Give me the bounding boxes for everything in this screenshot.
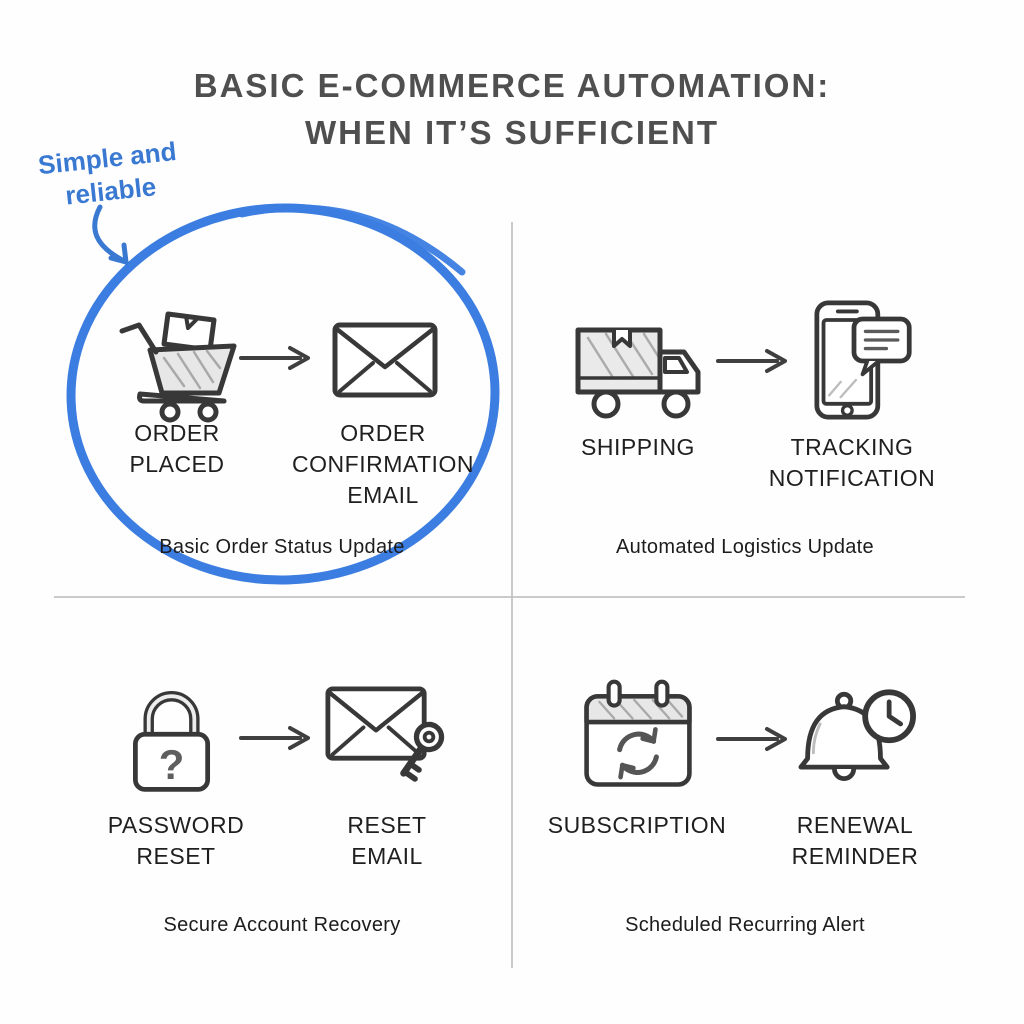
page-title: BASIC E-COMMERCE AUTOMATION: WHEN IT’S SU… (0, 62, 1024, 156)
envelope-key-icon (325, 683, 455, 791)
delivery-truck-icon (572, 316, 712, 421)
right-arrow-icon (238, 344, 318, 372)
bell-clock-icon (792, 676, 922, 793)
lock-question-icon: ? (122, 681, 222, 797)
source-label: SHIPPING (581, 434, 695, 460)
title-line1: BASIC E-COMMERCE AUTOMATION: (193, 67, 831, 104)
right-arrow-icon (715, 725, 795, 753)
horizontal-divider (54, 596, 965, 598)
target-label: TRACKING NOTIFICATION (768, 434, 936, 491)
source-label: PASSWORD RESET (107, 812, 245, 869)
email-envelope-icon (331, 321, 439, 399)
source-label: ORDER PLACED (129, 420, 225, 477)
right-arrow-icon (715, 347, 795, 375)
target-label: ORDER CONFIRMATION EMAIL (292, 420, 474, 508)
question-mark-glyph: ? (159, 741, 185, 788)
target-label: RESET EMAIL (347, 812, 427, 869)
title-line2: WHEN IT’S SUFFICIENT (305, 114, 719, 151)
quadrant-caption: Scheduled Recurring Alert (625, 914, 865, 936)
calendar-refresh-icon (581, 678, 695, 790)
quadrant-caption: Secure Account Recovery (163, 914, 401, 936)
shopping-cart-icon (112, 298, 242, 423)
vertical-divider (511, 222, 513, 968)
curved-arrow-icon (88, 204, 144, 270)
target-label: RENEWAL REMINDER (791, 812, 919, 869)
phone-chat-icon (814, 300, 914, 420)
highlight-ellipse (62, 192, 504, 588)
quadrant-caption: Automated Logistics Update (616, 536, 874, 558)
quadrant-caption: Basic Order Status Update (159, 536, 405, 558)
right-arrow-icon (238, 724, 318, 752)
source-label: SUBSCRIPTION (547, 812, 727, 838)
